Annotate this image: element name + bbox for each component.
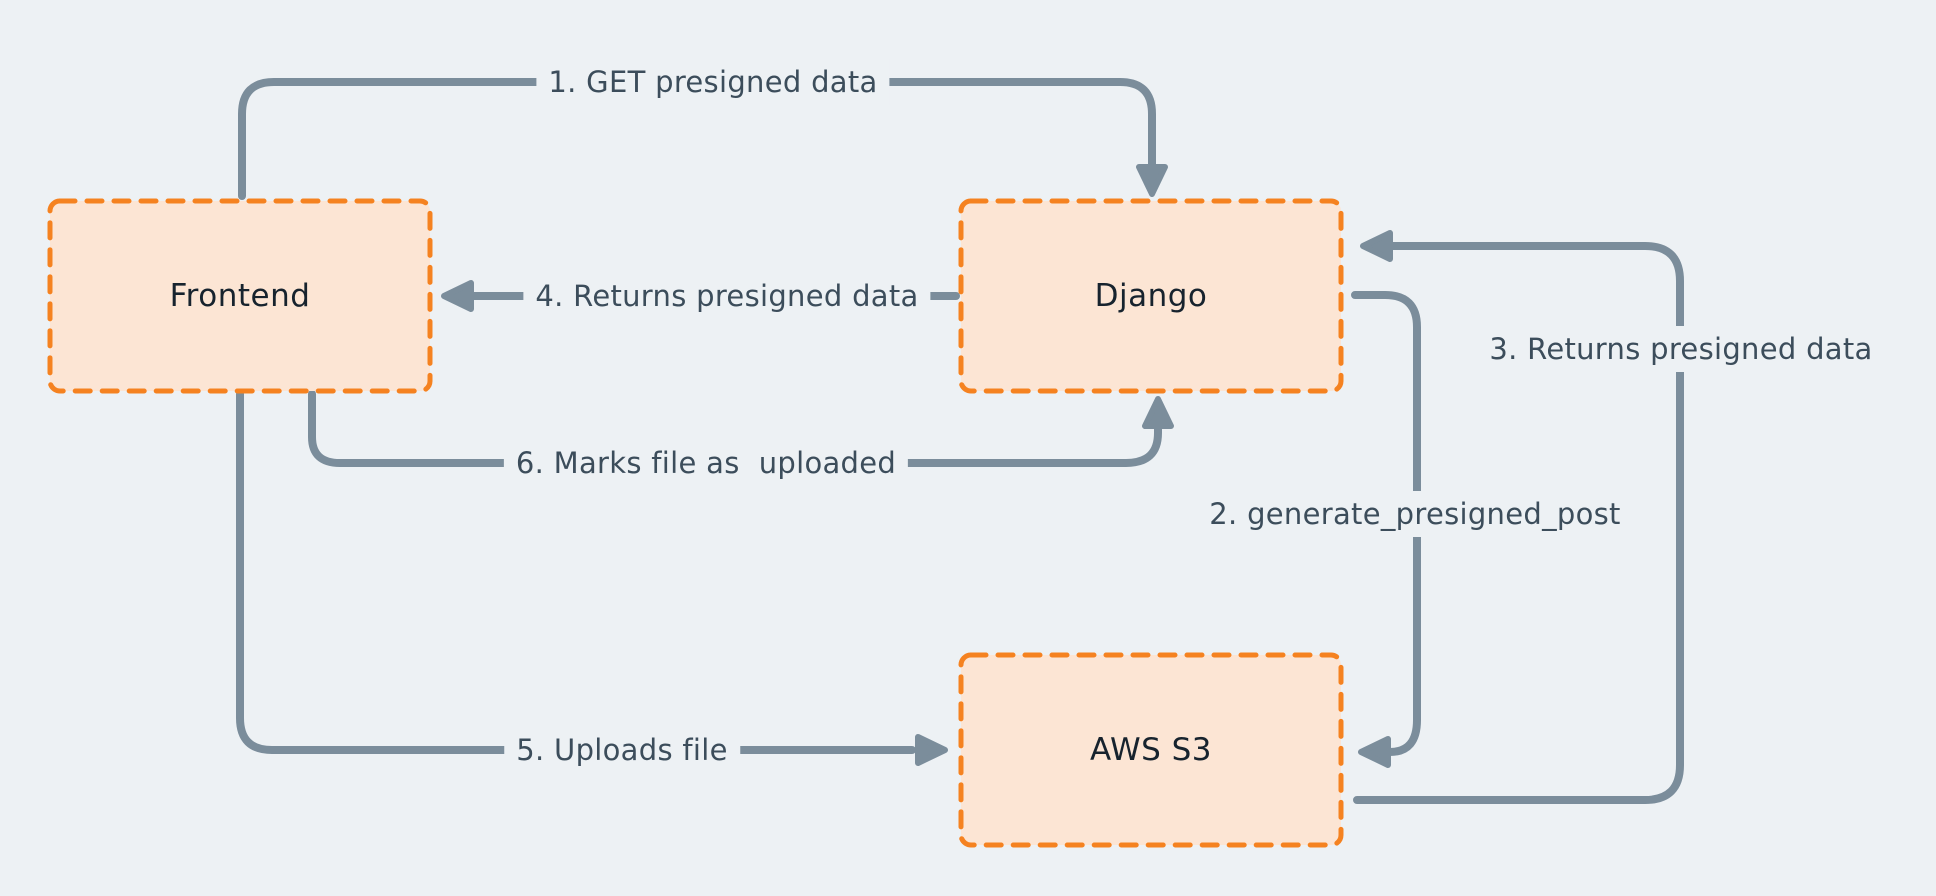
node-aws-s3-border	[958, 652, 1344, 848]
node-django-label: Django	[1094, 278, 1208, 314]
edge-4-arrowhead	[441, 280, 474, 312]
edge-6-arrowhead	[1142, 396, 1174, 429]
edge-6-label: 6. Marks file as uploaded	[503, 440, 909, 486]
edge-4-label: 4. Returns presigned data	[523, 273, 931, 319]
node-frontend: Frontend	[46, 197, 434, 395]
node-aws-s3-label: AWS S3	[1089, 732, 1213, 768]
edge-1-label: 1. GET presigned data	[536, 59, 890, 105]
node-django: Django	[957, 197, 1345, 395]
edge-5-arrowhead	[915, 734, 948, 766]
edge-2-path	[1351, 291, 1421, 756]
edge-3-label: 3. Returns presigned data	[1477, 326, 1885, 372]
edge-5-label: 5. Uploads file	[504, 727, 740, 773]
node-frontend-label: Frontend	[169, 278, 311, 314]
edge-5-path	[236, 390, 916, 754]
edge-2-label: 2. generate_presigned_post	[1197, 491, 1633, 537]
node-aws-s3: AWS S3	[957, 651, 1345, 849]
edge-3-path	[1353, 242, 1684, 804]
node-django-border	[958, 198, 1344, 394]
edge-2-arrowhead	[1358, 736, 1391, 768]
node-frontend-border	[47, 198, 433, 394]
edge-1-arrowhead	[1136, 164, 1168, 197]
edge-3-arrowhead	[1360, 230, 1393, 262]
